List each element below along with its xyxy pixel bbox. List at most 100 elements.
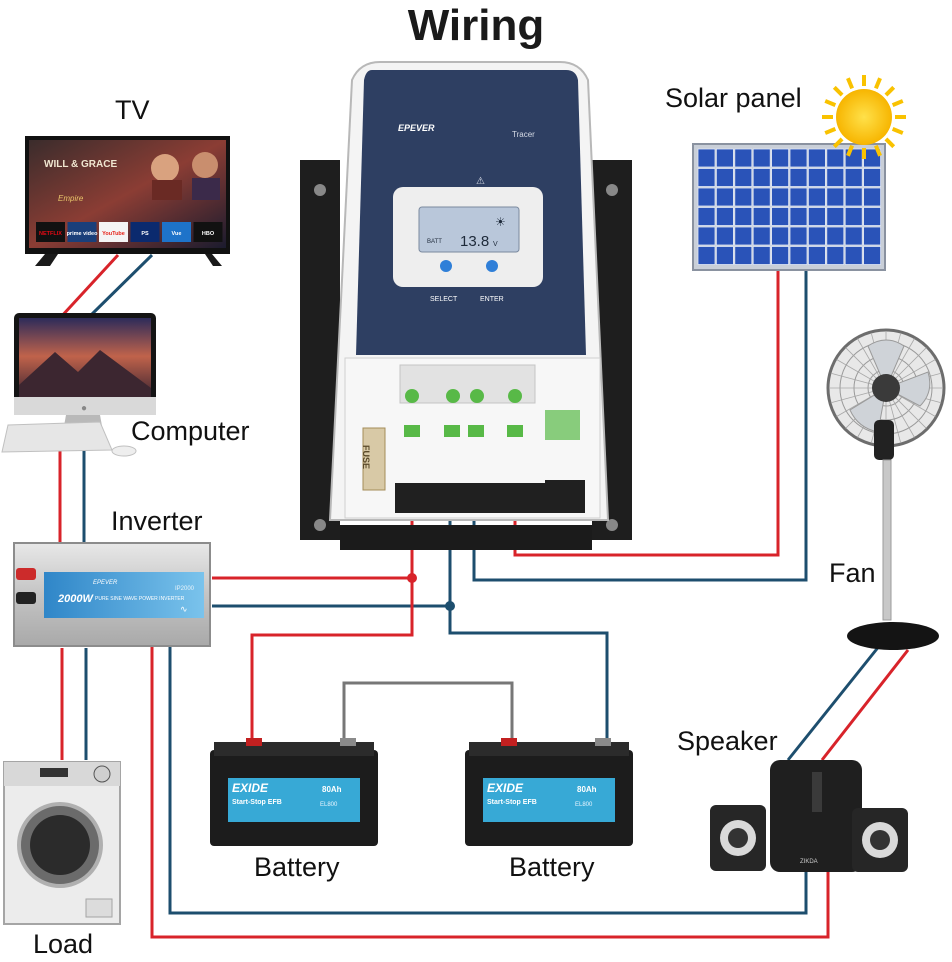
computer: ● [1,313,156,457]
solar-cell [863,168,881,187]
solar-cell [826,226,845,246]
keyboard [1,421,113,453]
solar-cells [697,148,881,265]
charge-controller: EPEVER Tracer ⚠ BATT 13.8 V ☀ SELECT ENT… [300,61,632,550]
sun-icon: ☀ [495,215,506,229]
solar-cell [716,246,734,265]
label-inverter: Inverter [111,506,203,536]
solar-cell [771,187,789,207]
solar-cell [734,148,753,168]
solar-cell [789,246,808,265]
solar-cell [863,207,881,226]
enter-button[interactable] [486,260,498,272]
sun-ray [832,85,844,97]
battery-type: Start-Stop EFB [487,799,537,806]
solar-cell [697,148,716,168]
controller-model: Tracer [512,130,535,139]
battery-terminal-positive [246,738,262,746]
solar-cell [844,187,863,207]
solar-cell [789,148,808,168]
battery-terminal-negative [340,738,356,746]
wire-right-battery-negative [448,606,609,745]
sun-ray [824,127,837,135]
solar-cell [734,226,753,246]
solar-cell [789,226,808,246]
inverter-terminal-red [16,568,36,580]
label-battery-left: Battery [254,852,340,882]
solar-cell [844,226,863,246]
label-battery-right: Battery [509,852,595,882]
solar-cell [808,207,826,226]
fan-hub [872,374,900,402]
solar-cell [771,148,789,168]
solar-cell [734,187,753,207]
solar-cell [808,226,826,246]
fan-base [847,622,939,650]
solar-cell [752,207,771,226]
battery-label [228,778,360,822]
solar-cell [697,226,716,246]
apple-logo-icon: ● [81,403,87,414]
sun-ray [824,99,837,107]
fuse-label: FUSE [361,445,371,469]
monitor-chin [14,397,156,415]
tv-app-tile [36,222,65,242]
solar-cell [789,168,808,187]
tv-app-tile [99,222,128,242]
solar-cell [771,168,789,187]
tv-show-title: WILL & GRACE [44,159,117,170]
solar-cell [734,207,753,226]
sun-graphic [822,75,906,159]
controller-lcd [418,206,520,253]
battery-type: Start-Stop EFB [232,799,282,806]
label-computer: Computer [131,416,250,446]
tv-app-label: Vue [172,231,182,237]
solar-cell [752,226,771,246]
battery-capacity: 80Ah [577,785,597,794]
label-solar-panel: Solar panel [665,83,802,113]
speaker-system: ZIKDA [710,760,908,872]
solar-cell [752,168,771,187]
solar-cell [844,168,863,187]
lcd-battery-tag: BATT [427,239,442,245]
battery-terminal-positive [501,738,517,746]
wire-battery-bridge [342,681,514,745]
battery-brand: EXIDE [232,781,269,795]
solar-cell [697,187,716,207]
solar-cell [697,207,716,226]
wire-inverter-speaker-negative [168,645,808,915]
sun-ray [891,127,904,135]
solar-cell [789,207,808,226]
mouse [111,445,137,457]
solar-cell [697,246,716,265]
tv-app-label: PS [141,231,149,237]
battery-label [483,778,615,822]
wire-left-battery-positive [250,578,414,745]
select-label: SELECT [430,296,458,303]
select-button[interactable] [440,260,452,272]
battery-cca: EL800 [575,802,593,808]
wire-fan-speaker-positive [820,649,910,761]
label-speaker: Speaker [677,726,778,756]
tv-promo: Empire [58,194,84,203]
sun-ray [846,77,854,90]
warning-icon: ⚠ [476,176,485,187]
speaker-brand: ZIKDA [800,859,818,865]
fan [826,328,946,650]
load-washing-machine [3,761,121,925]
inverter-power: 2000W [57,593,94,605]
page-title: Wiring [407,1,545,50]
controller-bracket-left [300,160,340,540]
junction-dot-positive [407,573,417,583]
inverter: EPEVER IP2000 2000W PURE SINE WAVE POWER… [13,542,211,647]
sun-ray [874,77,882,90]
battery-capacity: 80Ah [322,785,342,794]
label-tv: TV [115,95,150,125]
inverter-label-band [44,572,204,618]
solar-cell [826,168,845,187]
solar-cell [826,187,845,207]
solar-cell [716,226,734,246]
solar-cell [716,148,734,168]
solar-cell [771,246,789,265]
